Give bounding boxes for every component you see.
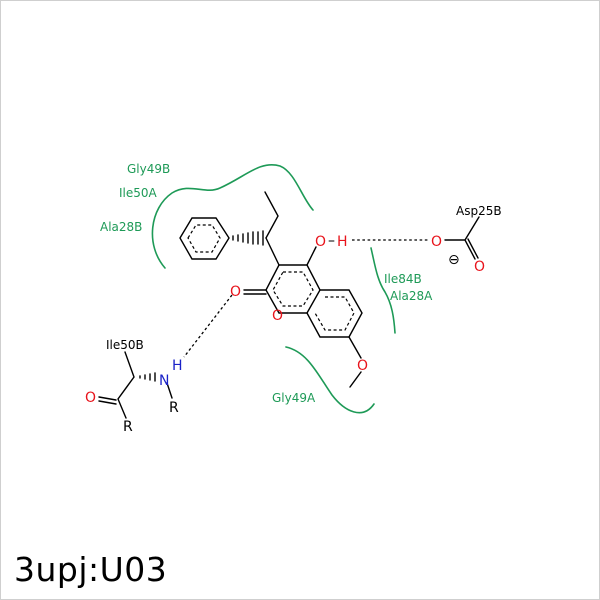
residue-ala28a: Ala28A xyxy=(390,289,433,303)
hydrophobic-arc-gly49b xyxy=(151,164,314,269)
bond-chiral-to-ring xyxy=(265,237,280,266)
charge-minus-icon: ⊖ xyxy=(448,252,460,268)
atom-o-carbonyl: O xyxy=(230,284,241,300)
atom-o-asp-2: O xyxy=(474,259,485,275)
residue-ile50a: Ile50A xyxy=(119,186,158,200)
stereo-hash-bond xyxy=(232,230,264,246)
benzo-ring xyxy=(306,289,363,338)
atom-r-c: R xyxy=(123,419,133,435)
residue-asp25b: Asp25B xyxy=(456,204,502,218)
bond-hydroxyl xyxy=(306,246,317,266)
residue-gly49b: Gly49B xyxy=(127,162,170,176)
phenyl-ring xyxy=(179,217,230,260)
hbond-carbonyl-ile50b xyxy=(183,294,233,358)
atom-o-methoxy: O xyxy=(357,358,368,374)
atom-o-asp-1: O xyxy=(431,234,442,250)
bond-o-h: – xyxy=(328,233,335,249)
asp25b-carboxylate xyxy=(444,216,480,260)
pyranone-ring xyxy=(265,264,321,314)
bond-carbonyl xyxy=(243,289,267,295)
bond-methoxy xyxy=(348,336,362,388)
atom-r-n: R xyxy=(169,400,179,416)
atom-n-backbone: N xyxy=(159,373,169,389)
ile50b-hash-bond xyxy=(139,372,156,382)
ile50b-backbone xyxy=(98,351,173,419)
residue-ile84b: Ile84B xyxy=(384,272,422,286)
diagram-title: 3upj:U03 xyxy=(14,550,168,589)
residue-ala28b: Ala28B xyxy=(100,220,142,234)
atom-o-hydroxyl: O xyxy=(315,234,326,250)
hydrophobic-arc-ile84b xyxy=(370,247,396,334)
atom-o-backbone: O xyxy=(85,390,96,406)
residue-gly49a: Gly49A xyxy=(272,391,316,405)
atom-h-hydroxyl: H xyxy=(337,234,348,250)
hydrophobic-arc-gly49a xyxy=(285,346,375,414)
atom-o-ring: O xyxy=(272,308,283,324)
residue-ile50b: Ile50B xyxy=(106,338,144,352)
atom-h-backbone: H xyxy=(172,358,183,374)
ethyl-chain xyxy=(264,191,279,239)
